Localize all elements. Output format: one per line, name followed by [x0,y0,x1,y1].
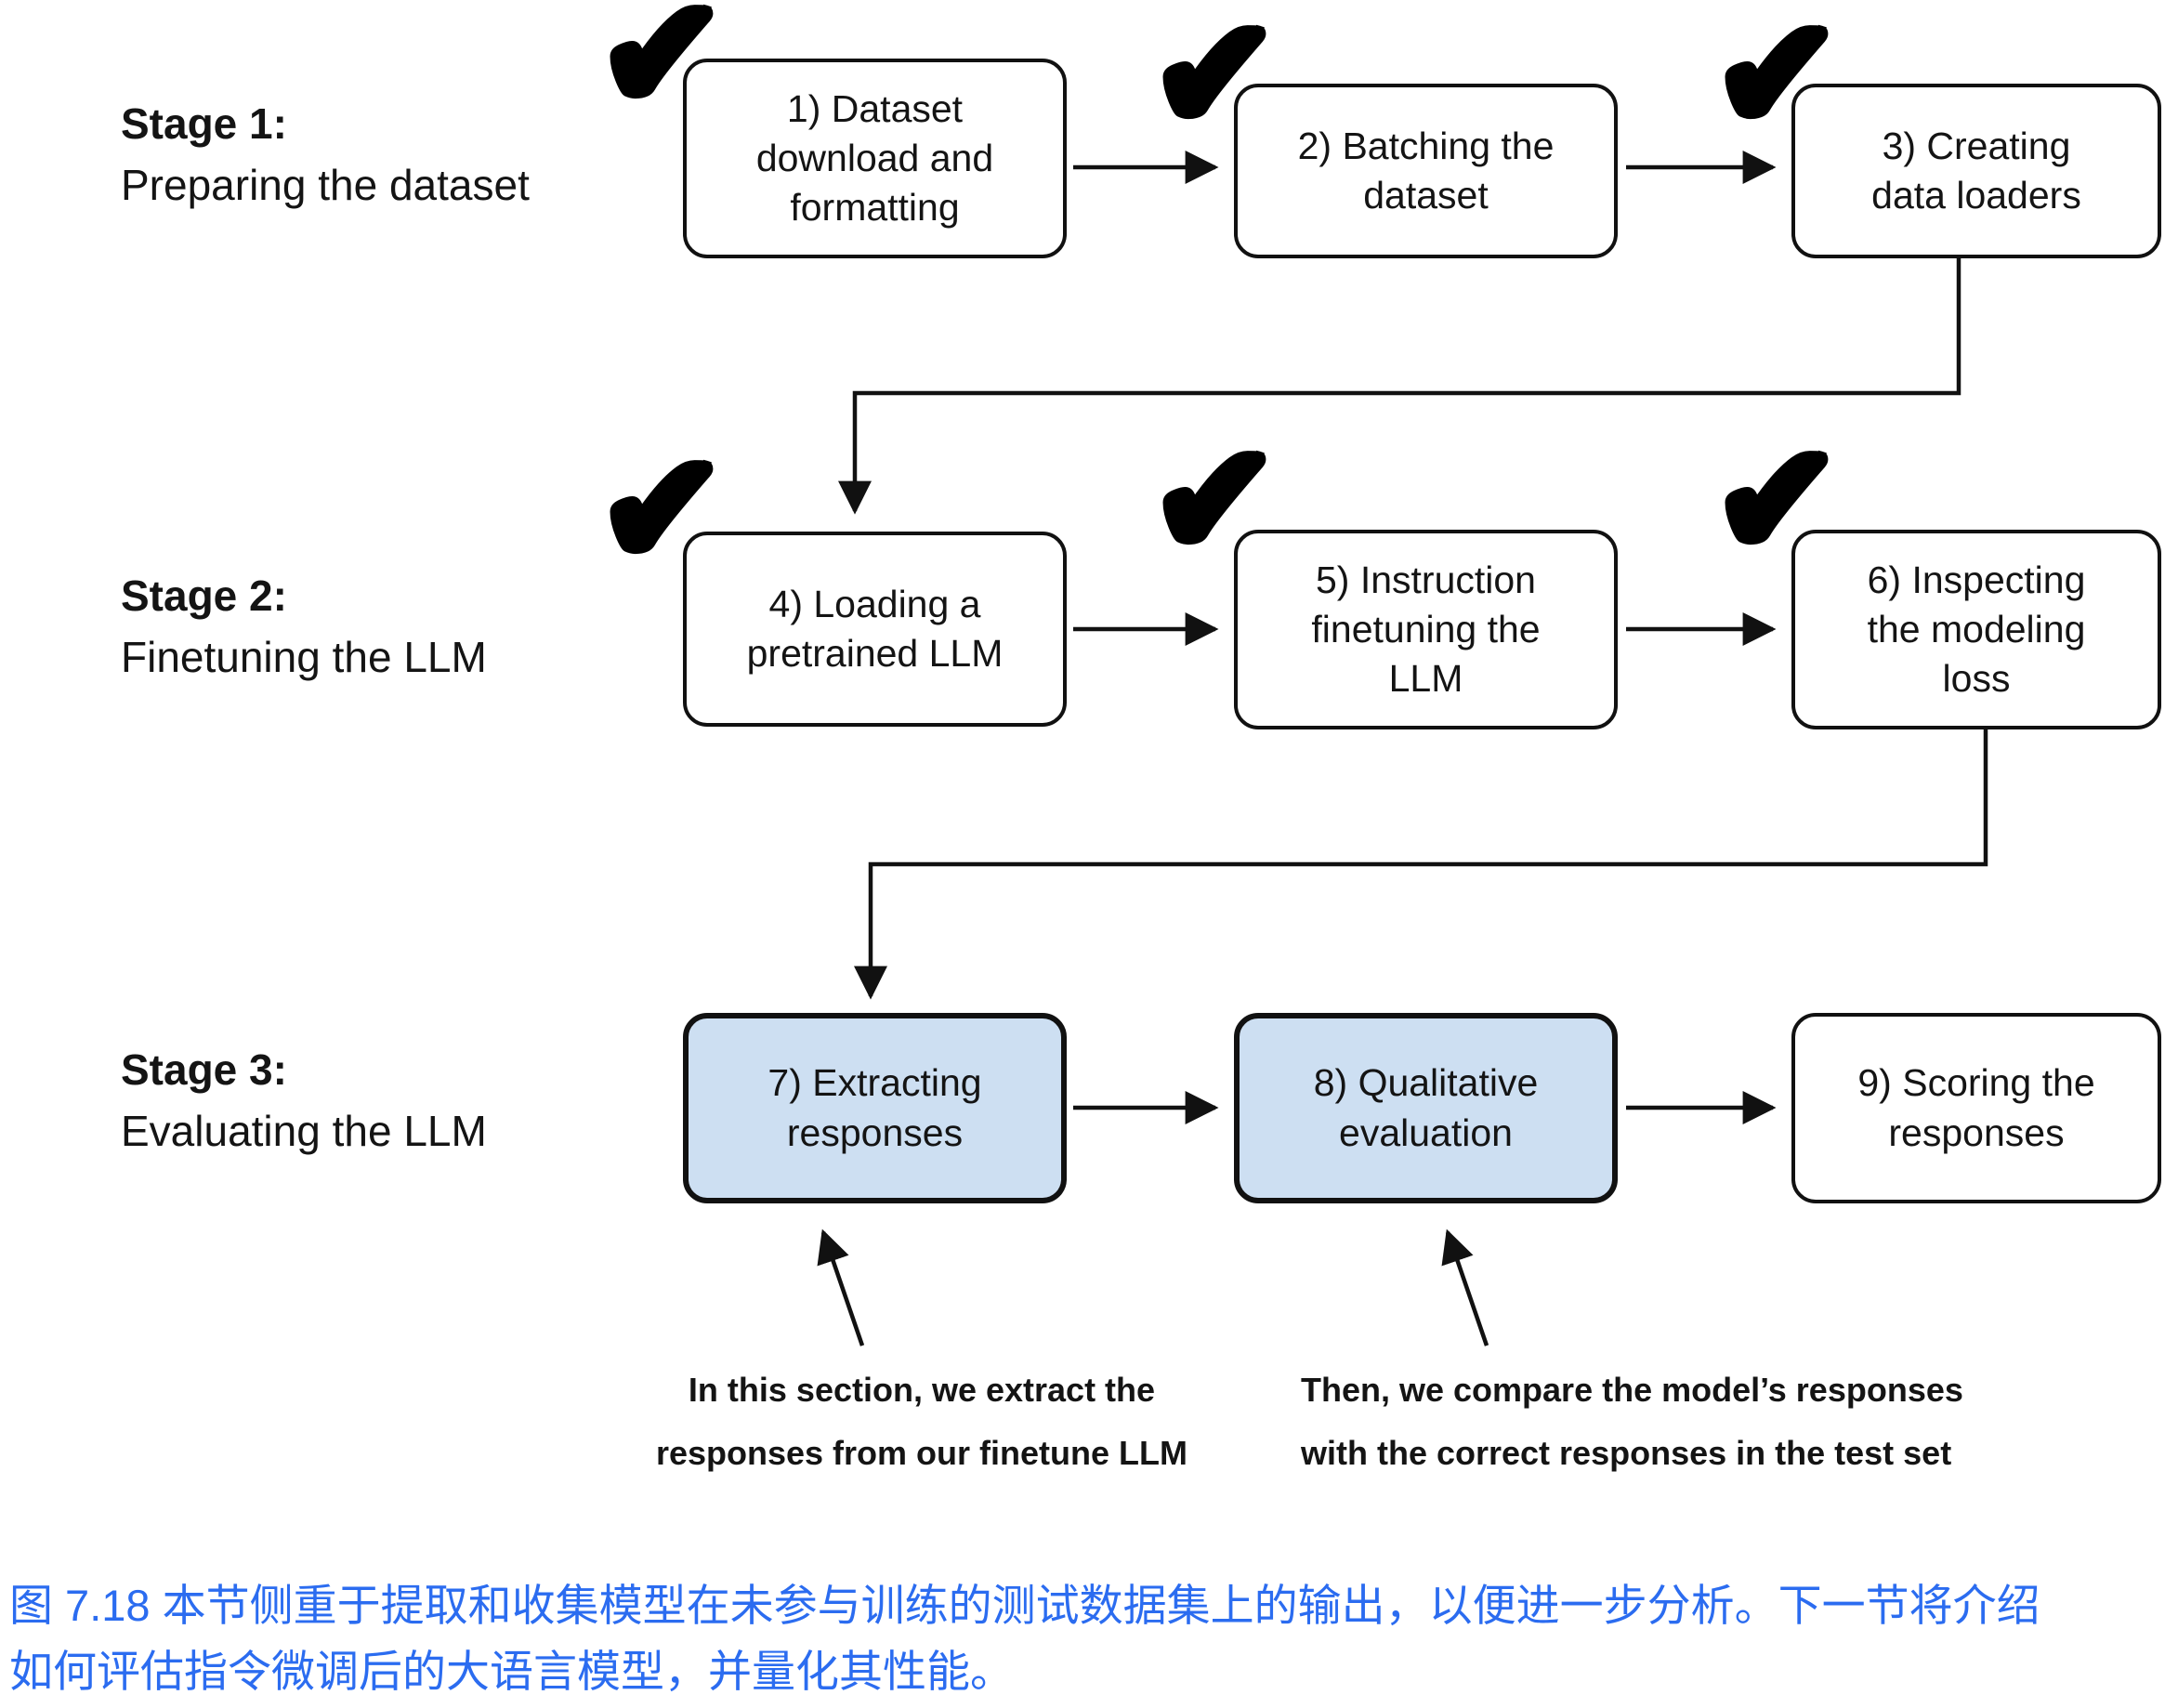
stage-3-label: Stage 3: Evaluating the LLM [121,1039,487,1162]
stage-2-subtitle: Finetuning the LLM [121,633,487,681]
step-box-2-batching: 2) Batching the dataset [1234,84,1618,258]
step-box-1-dataset-download: 1) Dataset download and formatting [683,59,1067,258]
step-box-8-qualitative-evaluation: 8) Qualitative evaluation [1234,1013,1618,1203]
stage-1-title: Stage 1: [121,99,287,148]
step-box-9-scoring-responses: 9) Scoring the responses [1791,1013,2161,1203]
arrow-box6-box7-elbow [854,729,1988,1000]
stage-3-subtitle: Evaluating the LLM [121,1107,487,1155]
step-9-label: 9) Scoring the responses [1857,1061,2095,1154]
figure-caption: 图 7.18 本节侧重于提取和收集模型在未参与训练的测试数据集上的输出，以便进一… [9,1581,2040,1697]
step-5-label: 5) Instruction finetuning the LLM [1311,558,1541,701]
step-box-5-instruction-finetuning: 5) Instruction finetuning the LLM [1234,530,1618,729]
step-8-label: 8) Qualitative evaluation [1313,1061,1539,1154]
step-box-3-data-loaders: 3) Creating data loaders [1791,84,2161,258]
step-box-6-inspecting-loss: 6) Inspecting the modeling loss [1791,530,2161,729]
step-box-4-loading-llm: 4) Loading a pretrained LLM [683,532,1067,727]
annotation-extract-responses: In this section, we extract the response… [655,1371,1188,1473]
stage-1-subtitle: Preparing the dataset [121,161,530,209]
step-1-label: 1) Dataset download and formatting [755,86,994,230]
step-7-label: 7) Extracting responses [768,1061,982,1154]
stage-2-title: Stage 2: [121,572,287,620]
annotation-arrow-1 [817,1228,865,1347]
step-6-label: 6) Inspecting the modeling loss [1867,558,2086,701]
arrow-box3-box4-elbow [838,258,1962,515]
annotation-compare-responses: Then, we compare the model’s responses w… [1301,1371,1963,1473]
annotation-arrow-2 [1441,1228,1489,1347]
stage-1-label: Stage 1: Preparing the dataset [121,93,530,216]
step-3-label: 3) Creating data loaders [1871,124,2081,217]
stage-2-label: Stage 2: Finetuning the LLM [121,565,487,688]
stage-3-title: Stage 3: [121,1045,287,1094]
step-4-label: 4) Loading a pretrained LLM [746,582,1004,675]
step-2-label: 2) Batching the dataset [1297,124,1555,217]
step-box-7-extracting-responses: 7) Extracting responses [683,1013,1067,1203]
